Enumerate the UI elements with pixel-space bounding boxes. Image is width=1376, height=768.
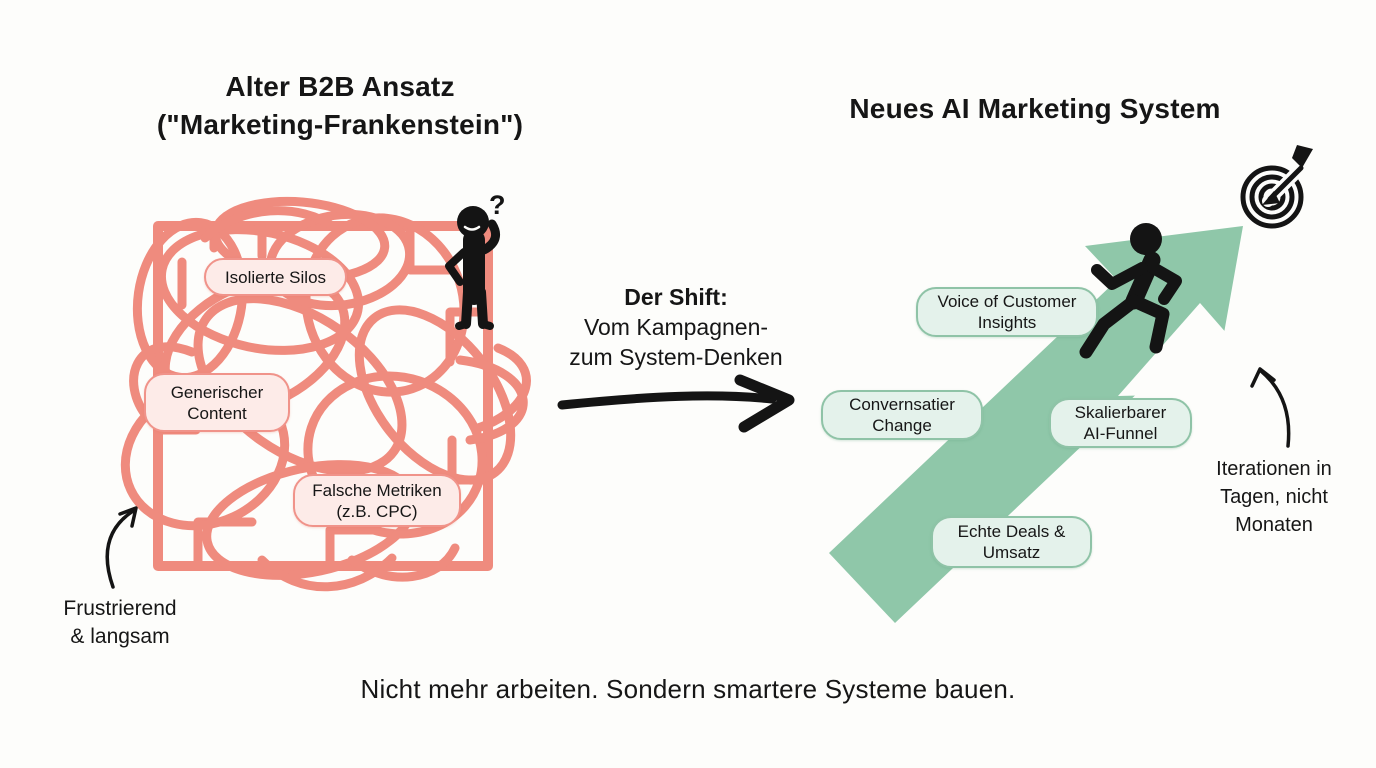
shift-line2: zum System-Denken [569, 344, 783, 370]
target-dart-icon [1240, 145, 1313, 229]
caption-line: Monaten [1235, 514, 1313, 536]
pill-falsche-metriken: Falsche Metriken (z.B. CPC) [293, 474, 461, 527]
new-system-caption: Iterationen in Tagen, nicht Monaten [1184, 455, 1364, 539]
caption-line: Iterationen in [1216, 458, 1332, 480]
old-approach-title-line1: Alter B2B Ansatz [225, 71, 455, 102]
pill-label: Isolierte Silos [224, 267, 327, 287]
caption-line: Frustrierend [63, 597, 177, 620]
question-mark-glyph: ? [489, 190, 506, 220]
pill-voice-of-customer: Voice of Customer Insights [916, 287, 1098, 337]
running-person-icon [1079, 223, 1182, 359]
confused-person-icon [445, 206, 501, 330]
shift-arrow-icon [557, 374, 795, 433]
pill-label: Skalierbarer AI-Funnel [1074, 403, 1167, 443]
pill-label: Echte Deals & Umsatz [957, 522, 1066, 562]
pill-label: Convernsatier Change [849, 395, 955, 435]
pill-skalierbarer-ai-funnel: Skalierbarer AI-Funnel [1049, 398, 1192, 448]
old-approach-title-line2: ("Marketing-Frankenstein") [156, 109, 524, 140]
pill-label: Falsche Metriken (z.B. CPC) [312, 480, 442, 521]
old-approach-title: Alter B2B Ansatz ("Marketing-Frankenstei… [90, 68, 590, 144]
shift-heading: Der Shift: [624, 284, 728, 310]
pill-generischer-content: Generischer Content [144, 373, 290, 432]
new-system-title: Neues AI Marketing System [785, 90, 1285, 128]
shift-text-block: Der Shift: Vom Kampagnen- zum System-Den… [536, 282, 816, 372]
pill-label: Voice of Customer Insights [937, 292, 1077, 332]
pill-label: Generischer Content [170, 382, 264, 423]
new-system-title-line: Neues AI Marketing System [849, 93, 1221, 124]
caption-line: Tagen, nicht [1220, 486, 1328, 508]
shift-line1: Vom Kampagnen- [583, 314, 769, 340]
pill-echte-deals-umsatz: Echte Deals & Umsatz [931, 516, 1092, 568]
frustration-arrow-icon [105, 506, 138, 589]
iteration-arrow-icon [1250, 367, 1291, 448]
pill-isolierte-silos: Isolierte Silos [204, 258, 347, 296]
caption-line: & langsam [70, 625, 170, 648]
old-approach-caption: Frustrierend & langsam [30, 595, 210, 651]
footer-tagline: Nicht mehr arbeiten. Sondern smartere Sy… [360, 674, 1016, 704]
pill-convernsatier-change: Convernsatier Change [821, 390, 983, 440]
